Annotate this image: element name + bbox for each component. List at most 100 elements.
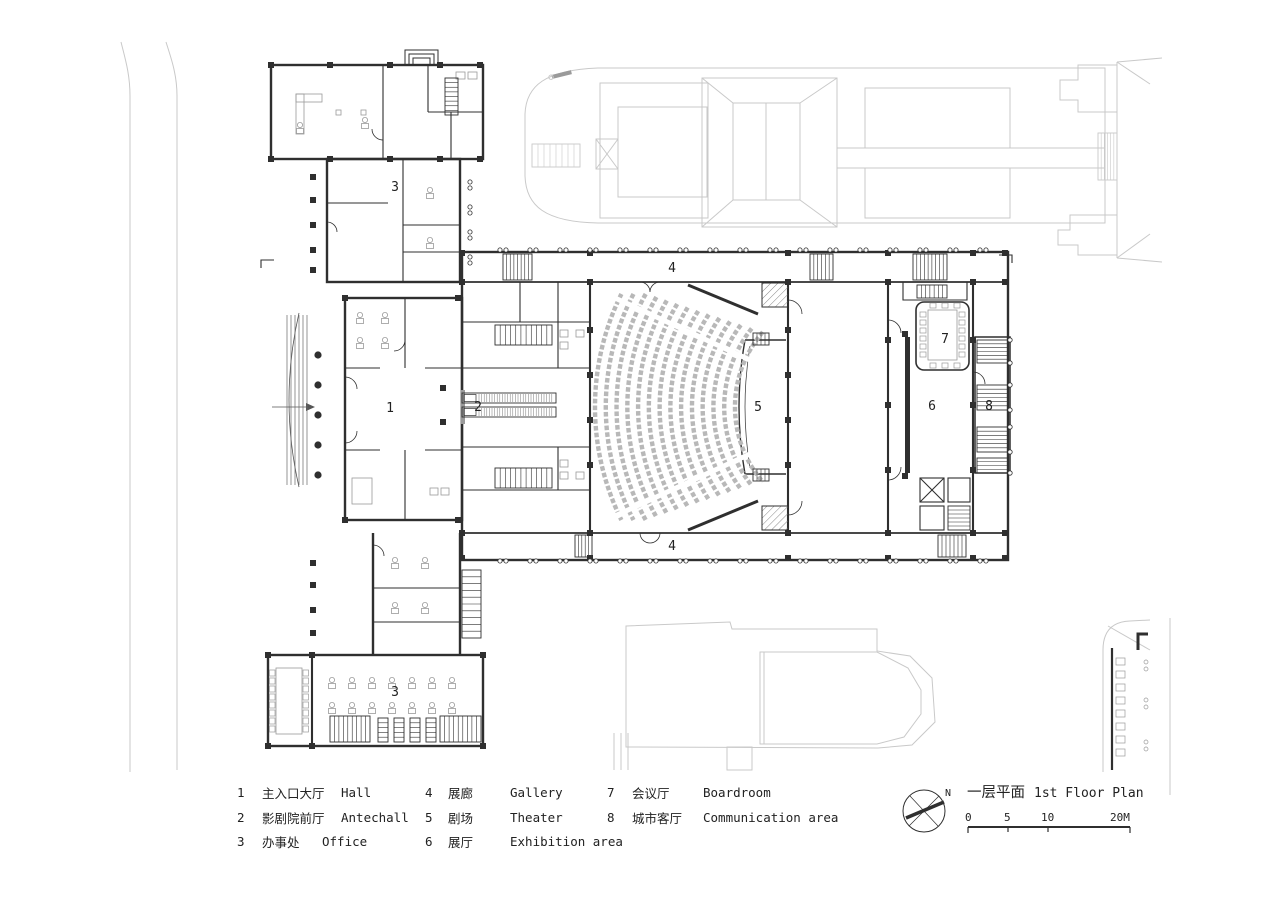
label-room-4-south: 4 [668, 539, 676, 554]
drawing-line [744, 345, 751, 469]
legend-en: Antechall [341, 810, 409, 825]
drawing-line [295, 93, 305, 135]
facade-column-pair [893, 247, 899, 253]
facade-column-pair [833, 558, 839, 564]
facade-column-pair [467, 235, 473, 241]
facade-column-pair [797, 558, 803, 564]
facade-column-pair [887, 247, 893, 253]
stair [574, 534, 593, 558]
drawing-line [915, 301, 970, 371]
column-dot [314, 471, 322, 479]
drawing-line [288, 312, 300, 488]
drawing-line [393, 339, 406, 352]
column-square [885, 250, 891, 256]
column-square [587, 417, 593, 423]
chair-dot [1143, 746, 1149, 752]
facade-column-pair [587, 558, 593, 564]
facade-column-pair [923, 558, 929, 564]
hall-block [343, 296, 464, 522]
column-square [1002, 279, 1008, 285]
drawing-line [1116, 61, 1151, 85]
chair [941, 302, 949, 309]
aisle-gap [613, 295, 752, 363]
drawing-line [701, 199, 734, 228]
column-square [477, 62, 483, 68]
drawing-line [905, 800, 945, 820]
column-square [265, 743, 271, 749]
theater-seating-rows [592, 292, 765, 522]
column-square [785, 250, 791, 256]
facade-column-pair [467, 204, 473, 210]
entry-canopy [404, 49, 439, 65]
escalator-landing [463, 394, 477, 402]
facade-column-pair [467, 229, 473, 235]
column-square [480, 743, 486, 749]
column-square [342, 517, 348, 523]
column-square [387, 156, 393, 162]
facade-column-pair [677, 558, 683, 564]
drawing-line [1057, 214, 1117, 256]
desk-chair [391, 602, 398, 609]
chair [919, 351, 927, 358]
desk [348, 683, 356, 689]
column-square [310, 247, 316, 253]
partitions [327, 65, 968, 623]
drawing-line [1116, 57, 1163, 63]
stair [425, 717, 437, 743]
column-square [440, 419, 446, 425]
entry-steps [272, 312, 315, 488]
facade-column-pair [467, 254, 473, 260]
facade-column-pair [743, 247, 749, 253]
drawing-line [551, 70, 572, 79]
north-label: N [945, 788, 951, 799]
column-square [970, 250, 976, 256]
column-square [587, 250, 593, 256]
stair [329, 715, 371, 743]
facade-column-pair [497, 558, 503, 564]
seat-row [678, 313, 711, 501]
drawing-line [919, 505, 945, 531]
desk-chair [328, 702, 335, 709]
desk [1115, 748, 1126, 757]
chair [269, 677, 276, 685]
column-square [310, 630, 316, 636]
facade-column-pair [893, 558, 899, 564]
legend-num: 6 [425, 834, 433, 849]
column-square [885, 279, 891, 285]
drawing-line [559, 471, 569, 480]
seat-row [603, 292, 636, 522]
facade-column-pair [683, 247, 689, 253]
chair [269, 693, 276, 701]
column-square [587, 372, 593, 378]
column-square [310, 560, 316, 566]
drawing-line [382, 65, 483, 159]
context-building-south [613, 621, 936, 771]
desk-chair [356, 336, 363, 343]
chair [269, 701, 276, 709]
drawing-line [344, 376, 358, 390]
drawing-line [919, 477, 945, 503]
column-square [785, 279, 791, 285]
facade-column-pair [983, 558, 989, 564]
desk [381, 343, 389, 349]
drawing-line [467, 71, 478, 80]
facade-column-pair [863, 558, 869, 564]
column-square [1002, 250, 1008, 256]
proscenium-wall-top [687, 283, 759, 316]
stair [912, 253, 948, 281]
seat-row [732, 330, 765, 484]
facade-column-pair [737, 247, 743, 253]
column-square [437, 156, 443, 162]
chair [919, 327, 927, 334]
southeast-wall [1110, 632, 1148, 770]
desk-chair [391, 557, 398, 564]
column-square [310, 222, 316, 228]
scale-tick-0: 0 [965, 811, 972, 824]
column-square [1002, 530, 1008, 536]
desk-chair [448, 702, 455, 709]
chair [941, 362, 949, 369]
stair [937, 534, 967, 558]
legend-cn: 展厅 [448, 835, 473, 850]
facade-column-pair [827, 558, 833, 564]
